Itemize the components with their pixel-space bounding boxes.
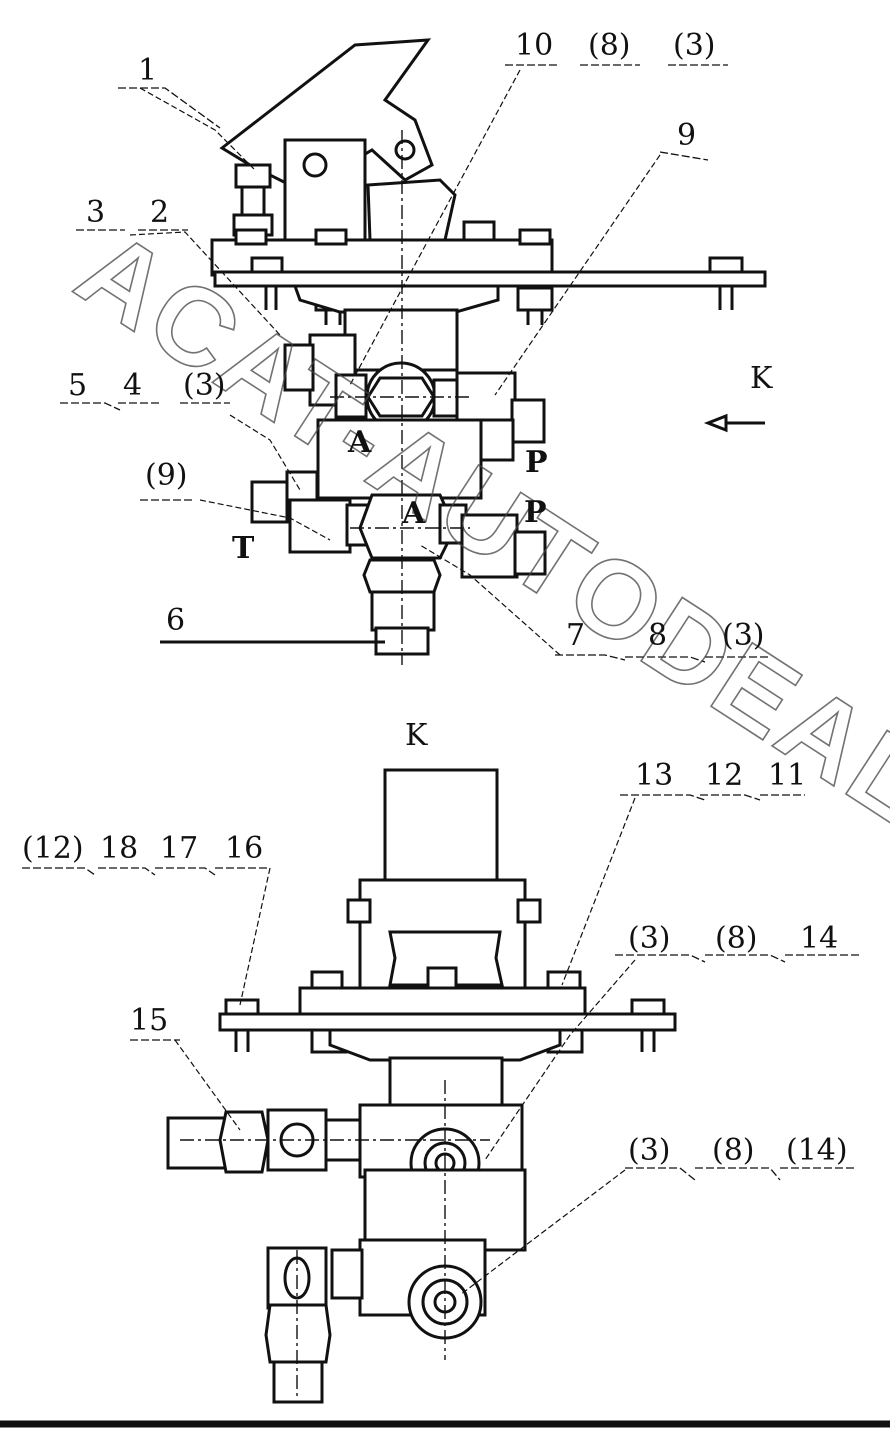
plate-bolt bbox=[708, 256, 744, 274]
upper-fitting-P bbox=[455, 371, 517, 427]
lower-fitting-P-nut bbox=[513, 530, 547, 576]
callout-5: 5 bbox=[68, 368, 87, 403]
frame-pin-left bbox=[346, 898, 372, 924]
callout-12-ref: (12) bbox=[22, 831, 84, 866]
callout-3-ref-5: (3) bbox=[628, 1133, 671, 1168]
view-K-title: K bbox=[405, 718, 428, 753]
lower-valve-block bbox=[288, 498, 352, 554]
drain-fitting-end bbox=[272, 1360, 324, 1404]
callout-9-ref: (9) bbox=[145, 458, 188, 493]
drain-body bbox=[370, 590, 436, 632]
callout-6: 6 bbox=[166, 603, 185, 638]
fitting-15-end bbox=[166, 1116, 228, 1170]
callout-14-ref: (14) bbox=[786, 1133, 848, 1168]
port-label-P-lower: P bbox=[524, 495, 547, 530]
view-arrow-label: K bbox=[750, 361, 773, 396]
callout-3-ref: (3) bbox=[673, 28, 716, 63]
plate-bolt bbox=[314, 228, 348, 246]
port-label-A-lower: A bbox=[401, 496, 426, 531]
roller-block bbox=[388, 930, 504, 987]
callout-2: 2 bbox=[150, 195, 169, 230]
callout-3-ref-4: (3) bbox=[628, 921, 671, 956]
callout-15: 15 bbox=[130, 1003, 168, 1038]
view-K-housing-neck bbox=[328, 1028, 562, 1062]
callout-18: 18 bbox=[100, 831, 138, 866]
callout-8-ref-2: (8) bbox=[715, 921, 758, 956]
callout-14: 14 bbox=[800, 921, 838, 956]
upper-fitting-P-nut bbox=[510, 398, 546, 444]
callout-16: 16 bbox=[225, 831, 263, 866]
valve-body-middle bbox=[316, 418, 483, 500]
pivot-hole-2 bbox=[394, 139, 416, 161]
callout-10: 10 bbox=[515, 28, 553, 63]
port-label-T: T bbox=[232, 531, 255, 566]
wedge-block bbox=[366, 178, 457, 242]
callout-17: 17 bbox=[160, 831, 198, 866]
pivot-bracket bbox=[283, 138, 367, 242]
pedal-lever bbox=[219, 38, 434, 187]
callout-8-ref: (8) bbox=[588, 28, 631, 63]
plate-bolt-left-top bbox=[310, 970, 344, 990]
callout-1: 1 bbox=[138, 53, 157, 88]
view-K-drawing bbox=[22, 768, 860, 1404]
callout-3-ref-2: (3) bbox=[183, 368, 226, 403]
plate-bolt-13 bbox=[546, 970, 582, 990]
lower-adapter-K bbox=[330, 1248, 364, 1300]
callout-9: 9 bbox=[677, 118, 696, 153]
plate-bolt bbox=[234, 228, 268, 246]
fitting-15-hex bbox=[218, 1110, 270, 1174]
mounting-bracket-plate bbox=[213, 270, 767, 288]
callout-12: 12 bbox=[705, 758, 743, 793]
frame-pin-right bbox=[516, 898, 542, 924]
top-view-drawing bbox=[60, 38, 770, 665]
cylinder-body bbox=[383, 768, 499, 887]
port-T-fitting bbox=[250, 480, 289, 524]
roller-center-bolt bbox=[426, 966, 458, 990]
port-label-P-upper: P bbox=[525, 445, 548, 480]
callout-8-ref-3: (8) bbox=[712, 1133, 755, 1168]
lower-bolt-head bbox=[516, 286, 554, 312]
callout-7: 7 bbox=[566, 618, 585, 653]
plate-bolt bbox=[518, 228, 552, 246]
callout-3: 3 bbox=[86, 195, 105, 230]
plate-bolt bbox=[462, 220, 496, 242]
view-K-upper-plate bbox=[298, 986, 587, 1018]
plate-bolt bbox=[250, 256, 284, 274]
middle-body-step bbox=[479, 418, 515, 462]
callout-11: 11 bbox=[768, 758, 806, 793]
drain-fitting-hex bbox=[264, 1303, 332, 1364]
housing-neck bbox=[292, 284, 500, 314]
callout-3-ref-3: (3) bbox=[722, 618, 765, 653]
adjusting-bolt-shank bbox=[240, 185, 266, 217]
port-label-A-upper: A bbox=[347, 425, 372, 460]
plate-bolt-16 bbox=[224, 998, 260, 1016]
pivot-hole bbox=[302, 152, 328, 178]
view-K-bracket bbox=[218, 1012, 677, 1032]
callout-13: 13 bbox=[635, 758, 673, 793]
callout-4: 4 bbox=[123, 368, 142, 403]
callout-8: 8 bbox=[648, 618, 667, 653]
upper-port-plug bbox=[283, 343, 315, 392]
plate-bolt-right bbox=[630, 998, 666, 1016]
lower-banjo-fitting bbox=[407, 1264, 483, 1340]
